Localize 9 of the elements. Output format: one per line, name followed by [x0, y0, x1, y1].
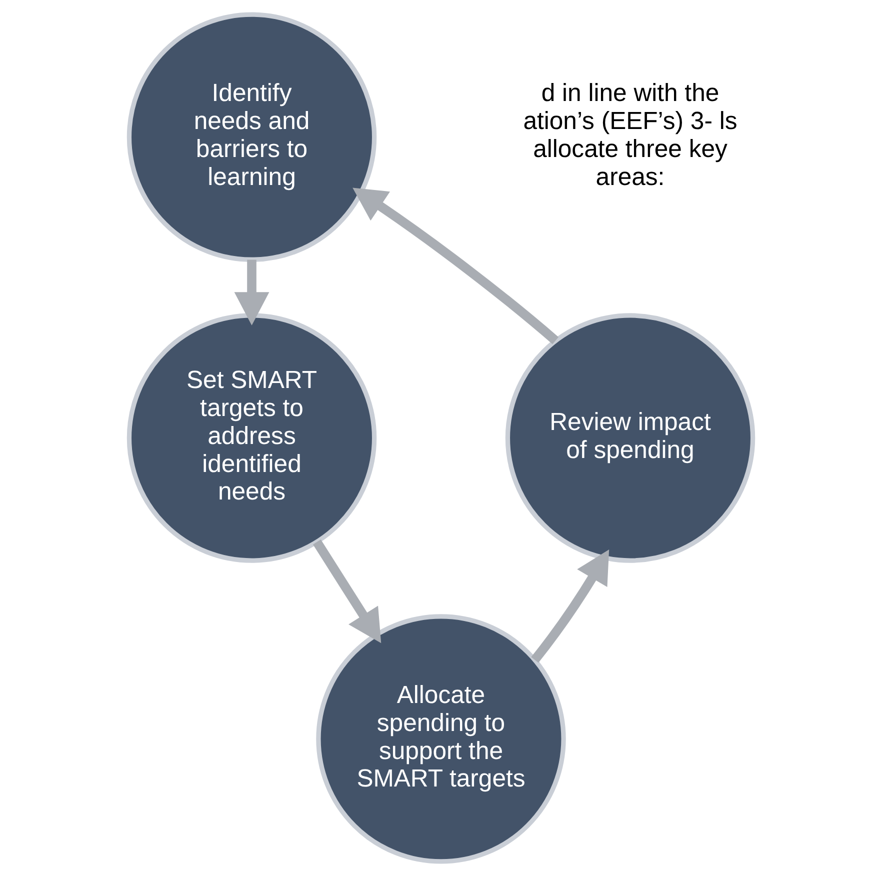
label: d in line with the ation’s (EEF’s) 3- ls allocate three key areas:: [523, 80, 738, 191]
arrow: [531, 550, 610, 663]
node-circle: Review impact of spending: [505, 313, 756, 563]
arrow: [312, 540, 382, 644]
node-circle: Allocate spending to support the SMART targets: [316, 614, 566, 864]
arrow: [234, 260, 270, 326]
node-circle: Identify needs and barriers to learning: [126, 12, 377, 262]
arrow: [352, 188, 559, 344]
node-circle: Set SMART targets to address identified needs: [126, 313, 377, 563]
